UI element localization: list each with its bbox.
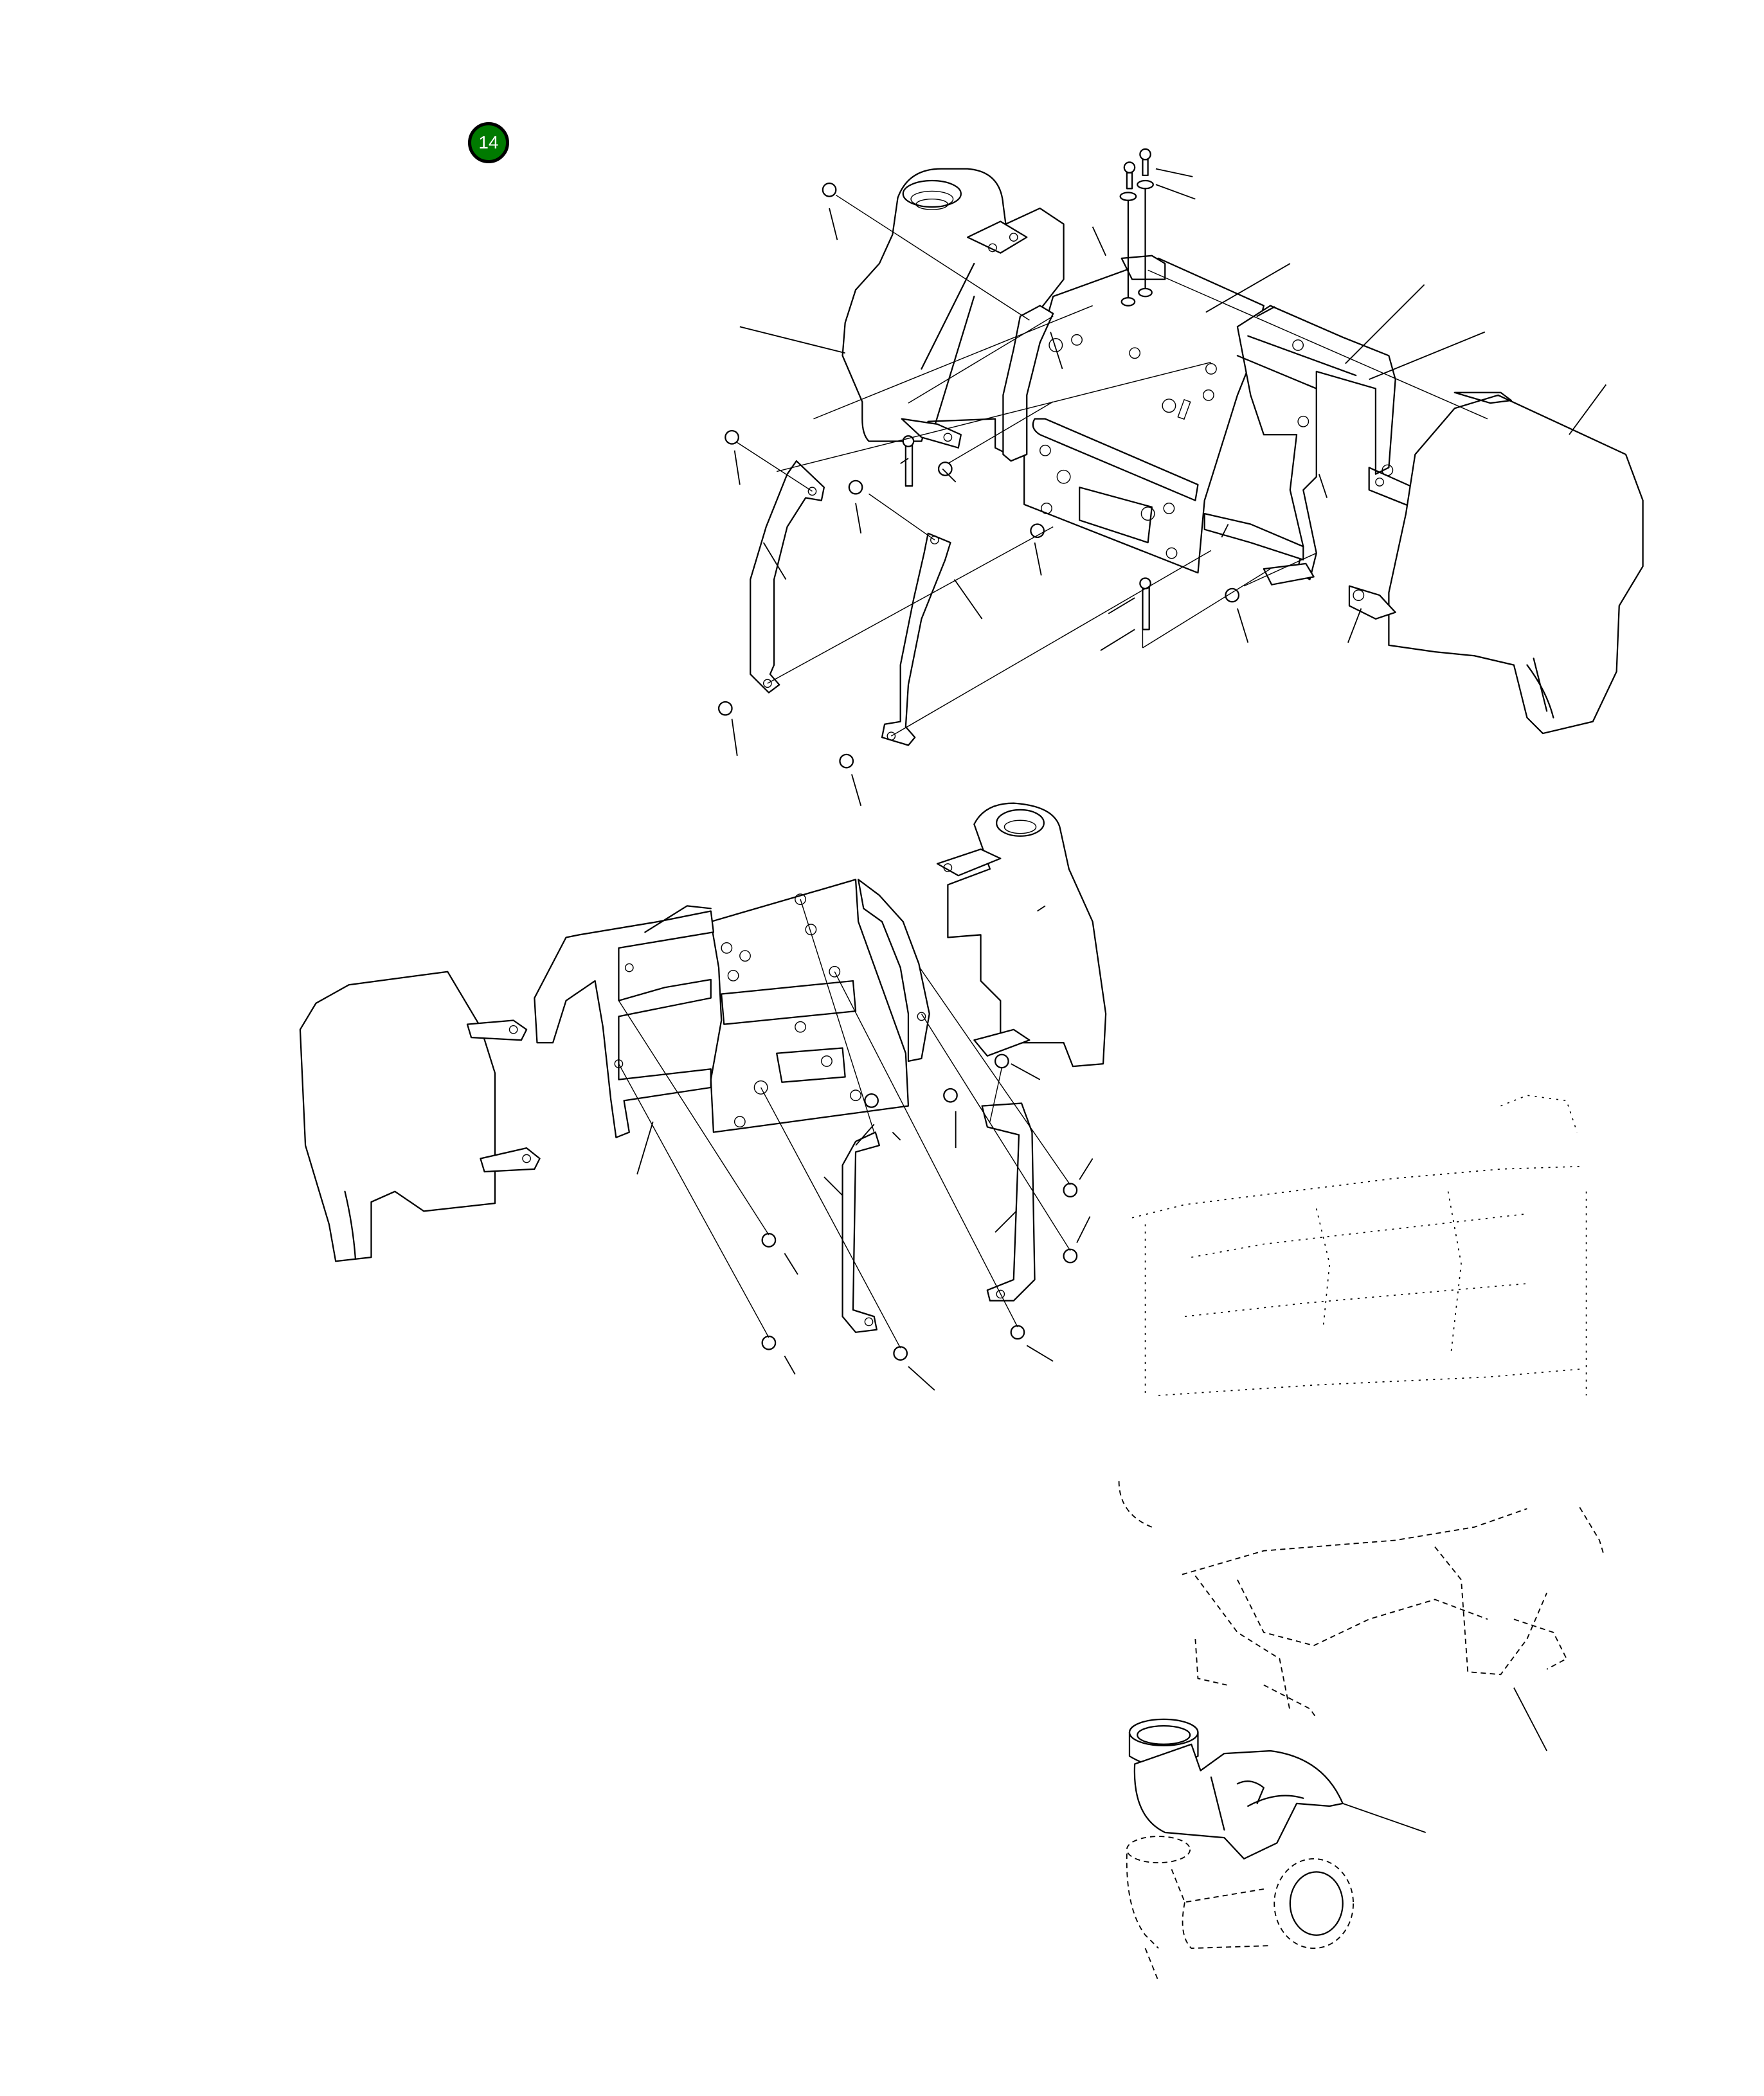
middle-right-frame <box>858 879 930 1062</box>
middle-bolts <box>761 1053 1078 1361</box>
left-frame-rail <box>1002 305 1054 462</box>
exhaust-leader-1 <box>1342 1803 1426 1833</box>
elbow-heat-guard <box>1133 1743 1344 1860</box>
upper-exploded-view <box>717 148 1644 806</box>
exhaust-detail-view <box>1126 1687 1547 1982</box>
upper-bolts <box>717 148 1240 769</box>
engine-phantom-view <box>1118 1095 1605 1719</box>
middle-right-link <box>981 1102 1036 1302</box>
upper-leader-lines <box>731 168 1607 806</box>
top-tab-bracket <box>1120 255 1166 280</box>
left-link-bracket <box>750 460 825 694</box>
right-support-frame <box>1236 305 1420 580</box>
right-heat-shield <box>1348 391 1644 735</box>
page-number-badge: 14 <box>468 122 509 163</box>
middle-leader-lines <box>636 905 1094 1391</box>
middle-bracket-plate <box>710 879 910 1133</box>
center-link-bracket <box>881 532 951 746</box>
middle-left-heat-shield <box>299 971 496 1262</box>
lower-cross-brace <box>1203 512 1304 560</box>
upper-explode-lines <box>737 194 1488 737</box>
center-bracket-plate <box>1023 257 1264 574</box>
middle-left-link <box>842 1131 881 1333</box>
middle-exploded-view <box>299 802 1107 1391</box>
engine-leader-1 <box>1513 1687 1547 1751</box>
middle-right-heat-shield <box>947 802 1107 1068</box>
middle-left-frame <box>534 910 715 1138</box>
middle-explode-lines <box>618 899 1071 1348</box>
